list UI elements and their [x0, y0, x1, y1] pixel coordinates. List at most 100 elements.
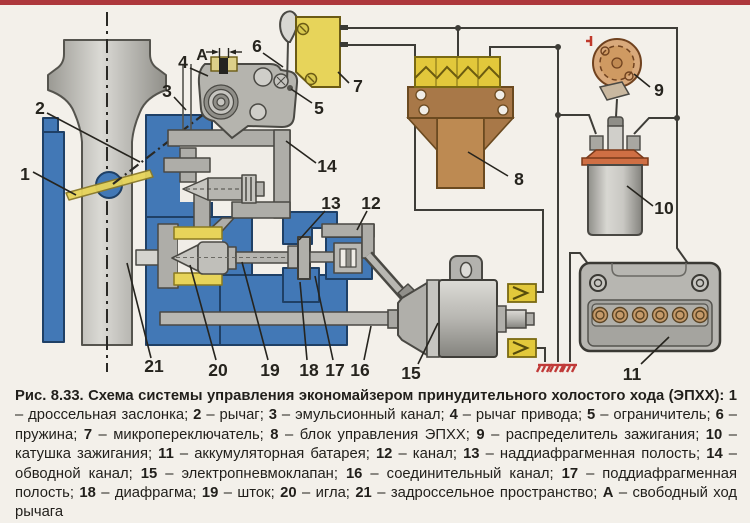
lever-plate	[197, 63, 299, 140]
callout-19: 19	[260, 360, 280, 380]
callout-8: 8	[514, 169, 524, 189]
valve-body	[438, 279, 498, 358]
ignition-coil	[581, 116, 649, 236]
lever-hole	[253, 67, 273, 87]
wire-branch-coil-right	[633, 117, 677, 135]
legend-item-desc: – рычаг привода;	[457, 407, 588, 424]
wire-valve-to-ground	[536, 347, 546, 362]
wire-block-to-ground	[489, 46, 559, 362]
callout-2: 2	[35, 98, 45, 118]
ground-icon	[548, 363, 565, 373]
figure-caption-title: Рис. 8.33. Схема системы управления экон…	[15, 388, 725, 404]
callout-15: 15	[401, 363, 421, 383]
legend-item-desc: – свободный ход рычага	[15, 485, 738, 521]
ground-icon	[535, 363, 552, 373]
legend-item-desc: – эмульсионный канал;	[276, 407, 450, 424]
legend-item-num: 7	[83, 426, 93, 443]
legend-item-desc: – канал;	[392, 446, 464, 463]
legend-item-num: А	[602, 485, 614, 502]
callout-3: 3	[162, 81, 172, 101]
legend-item-num: 21	[355, 485, 372, 502]
figure-caption: Рис. 8.33. Схема системы управления экон…	[15, 387, 737, 523]
legend-item-desc: – задроссельное пространство;	[371, 485, 603, 502]
legend-item-desc: – аккумуляторная батарея;	[173, 446, 376, 463]
lever-boss	[203, 84, 239, 120]
callout-18: 18	[299, 360, 319, 380]
legend-item-num: 8	[270, 426, 279, 443]
diaphragm-disc	[297, 236, 311, 280]
legend-item-desc: – ограничитель;	[595, 407, 716, 424]
callout-leaders	[32, 52, 670, 365]
switch-terminal	[340, 25, 348, 30]
callout-9: 9	[654, 80, 664, 100]
lever-hole	[249, 103, 267, 121]
callout-13: 13	[321, 193, 341, 213]
switch-terminal	[340, 42, 348, 47]
block-flange	[406, 117, 438, 153]
red-top-band	[0, 0, 750, 5]
legend-item-desc: – обводной канал;	[15, 446, 737, 482]
wire-branch-coil-left	[558, 114, 597, 135]
callout-7: 7	[353, 76, 363, 96]
battery-post	[589, 274, 607, 292]
connecting-canal-tube	[159, 311, 403, 326]
legend-item-num: 15	[140, 465, 158, 482]
legend-item-num: 12	[375, 446, 393, 463]
callout-6: 6	[252, 36, 262, 56]
legend-item-num: 1	[728, 388, 737, 404]
legend-item-num: 20	[280, 485, 297, 502]
legend-item-num: 4	[449, 407, 458, 424]
callout-16: 16	[350, 360, 370, 380]
bracket-holes	[415, 89, 509, 116]
dimension-a	[206, 48, 242, 58]
callout-14: 14	[317, 156, 337, 176]
legend-item-num: 10	[705, 426, 723, 443]
callout-labels: 1 2 3 4 А 5 6 7 8 9 10 11 12 13 14 15 16…	[20, 36, 674, 384]
callout-10: 10	[654, 198, 674, 218]
valve-connector-bottom	[507, 338, 537, 358]
valve-connector-top	[507, 283, 537, 303]
legend-item-num: 6	[715, 407, 724, 424]
legend-item-num: 17	[561, 465, 579, 482]
coil-tower	[607, 125, 624, 153]
legend-item-desc: – поддиафрагменная полость;	[15, 465, 737, 502]
callout-11: 11	[623, 364, 642, 384]
seal-upper	[173, 226, 223, 240]
return-spring	[273, 10, 299, 91]
ground-icon	[560, 363, 577, 373]
legend-item-num: 11	[158, 446, 174, 463]
callout-12: 12	[361, 193, 381, 213]
legend-item-num: 3	[268, 407, 277, 424]
callout-17: 17	[325, 360, 344, 380]
rod-collar	[287, 245, 299, 269]
legend-item-desc: – шток;	[218, 485, 281, 502]
legend-item-num: 19	[201, 485, 219, 502]
drive-lever-assembly	[197, 48, 299, 140]
electro-pneumatic-valve	[387, 255, 537, 358]
seal-lower	[173, 272, 223, 286]
battery-cells	[591, 306, 709, 324]
legend-item-desc: – микропереключатель;	[92, 426, 271, 443]
battery	[578, 261, 722, 353]
microswitch	[295, 16, 348, 88]
callout-a: А	[196, 47, 208, 64]
figure-caption-text: Рис. 8.33. Схема системы управления экон…	[15, 387, 737, 523]
wire-distributor-to-coil	[615, 98, 618, 118]
wire-switch-to-valve	[342, 44, 544, 293]
block-flange	[483, 117, 515, 153]
distributor-connector	[598, 81, 631, 101]
legend-item-num: 2	[193, 407, 202, 424]
legend-item-desc: – соединительный канал;	[362, 465, 562, 482]
legend-item-num: 13	[463, 446, 480, 463]
wire-junction-dots	[455, 25, 680, 121]
coil-terminal	[589, 135, 604, 151]
legend-item-desc: – катушка зажигания;	[15, 426, 737, 463]
wire-switch-to-battery	[342, 27, 701, 282]
carburetor	[42, 12, 422, 372]
legend-item-desc: – пружина;	[15, 407, 738, 443]
legend-item-desc: – рычаг;	[201, 407, 269, 424]
coil-terminal	[626, 135, 641, 151]
ground-symbols	[535, 363, 577, 373]
legend-item-desc: – диафрагма;	[95, 485, 202, 502]
